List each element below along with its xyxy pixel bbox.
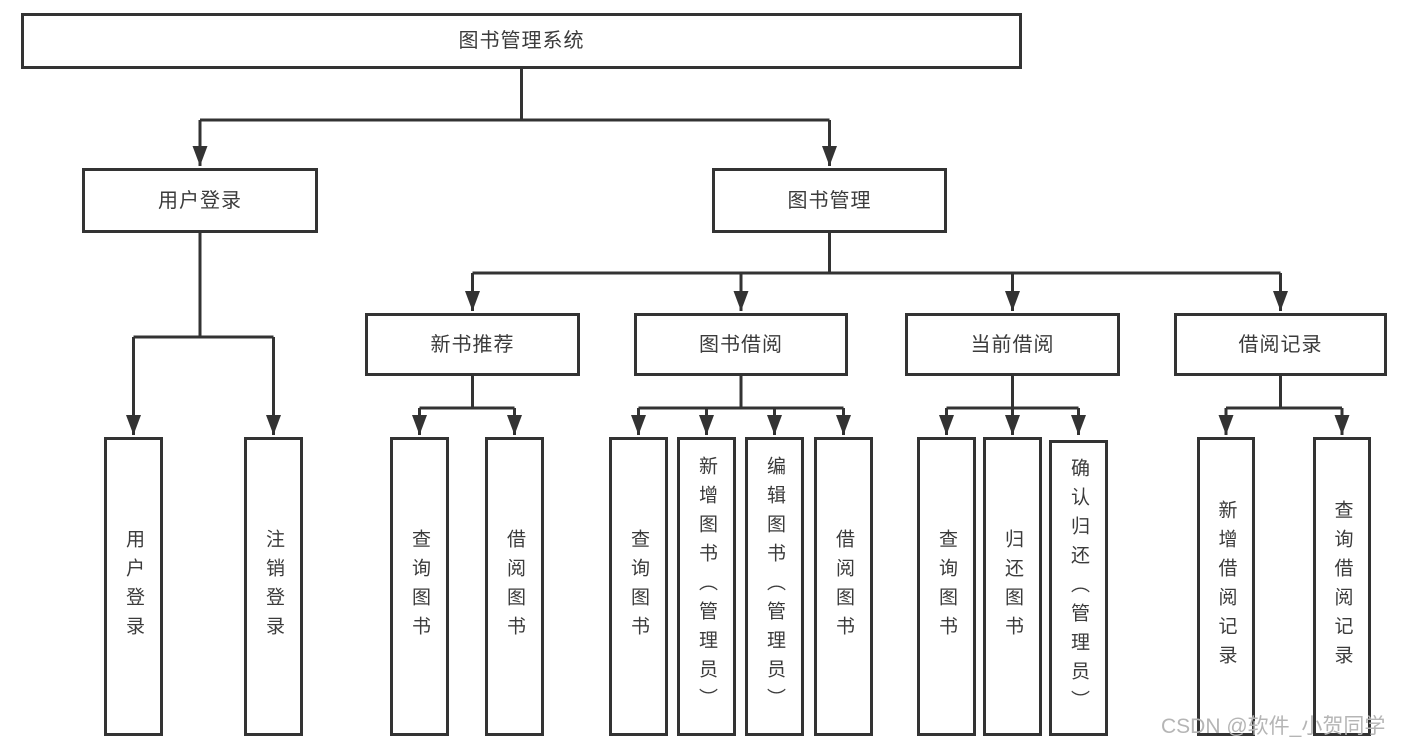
leaf-query-book-borrow-label: 查询图书 xyxy=(628,528,649,645)
leaf-query-book-rec: 查询图书 xyxy=(390,437,449,736)
connector-current-borrow xyxy=(939,376,1086,435)
node-book-borrow: 图书借阅 xyxy=(634,313,848,376)
leaf-query-borrow-record-label: 查询借阅记录 xyxy=(1331,499,1353,674)
leaf-query-borrow-record: 查询借阅记录 xyxy=(1313,437,1371,736)
node-root: 图书管理系统 xyxy=(21,13,1022,69)
node-borrow-record: 借阅记录 xyxy=(1174,313,1387,376)
node-current-borrow-label: 当前借阅 xyxy=(970,333,1055,356)
connector-root xyxy=(192,69,837,166)
node-user-login: 用户登录 xyxy=(82,168,318,233)
leaf-logout-label: 注销登录 xyxy=(263,528,284,645)
leaf-borrow-book-rec-label: 借阅图书 xyxy=(504,528,525,645)
connector-user-login xyxy=(126,233,281,435)
leaf-user-login: 用户登录 xyxy=(104,437,163,736)
leaf-edit-book-admin: 编辑图书（管理员） xyxy=(745,437,804,736)
node-user-login-label: 用户登录 xyxy=(158,189,242,212)
leaf-query-book-rec-label: 查询图书 xyxy=(409,528,430,645)
leaf-add-borrow-record: 新增借阅记录 xyxy=(1197,437,1255,736)
connector-borrow-record xyxy=(1218,376,1350,435)
leaf-query-book-borrow: 查询图书 xyxy=(609,437,668,736)
leaf-query-book-current-label: 查询图书 xyxy=(936,528,957,645)
watermark: CSDN @软件_小贺同学 xyxy=(1161,715,1386,738)
leaf-borrow-book-borrow-label: 借阅图书 xyxy=(833,528,854,645)
leaf-return-book-label: 归还图书 xyxy=(1002,528,1023,645)
node-new-book-rec-label: 新书推荐 xyxy=(430,333,515,356)
leaf-borrow-book-rec: 借阅图书 xyxy=(485,437,544,736)
leaf-add-book-admin: 新增图书（管理员） xyxy=(677,437,736,736)
node-root-label: 图书管理系统 xyxy=(458,30,585,52)
node-current-borrow: 当前借阅 xyxy=(905,313,1120,376)
node-new-book-rec: 新书推荐 xyxy=(365,313,580,376)
connector-book-borrow xyxy=(631,376,851,435)
node-borrow-record-label: 借阅记录 xyxy=(1238,333,1323,356)
leaf-borrow-book-borrow: 借阅图书 xyxy=(814,437,873,736)
connector-book-mgmt xyxy=(465,233,1288,311)
leaf-add-borrow-record-label: 新增借阅记录 xyxy=(1215,499,1237,674)
leaf-query-book-current: 查询图书 xyxy=(917,437,976,736)
leaf-return-book: 归还图书 xyxy=(983,437,1042,736)
node-book-mgmt-label: 图书管理 xyxy=(787,189,872,212)
leaf-logout: 注销登录 xyxy=(244,437,303,736)
node-book-mgmt: 图书管理 xyxy=(712,168,947,233)
leaf-confirm-return-admin-label: 确认归还（管理员） xyxy=(1068,457,1089,719)
leaf-confirm-return-admin: 确认归还（管理员） xyxy=(1049,440,1108,736)
node-book-borrow-label: 图书借阅 xyxy=(699,333,783,356)
connector-new-book-rec xyxy=(412,376,522,435)
leaf-edit-book-admin-label: 编辑图书（管理员） xyxy=(764,456,785,717)
leaf-add-book-admin-label: 新增图书（管理员） xyxy=(696,456,717,717)
leaf-user-login-label: 用户登录 xyxy=(123,528,144,645)
